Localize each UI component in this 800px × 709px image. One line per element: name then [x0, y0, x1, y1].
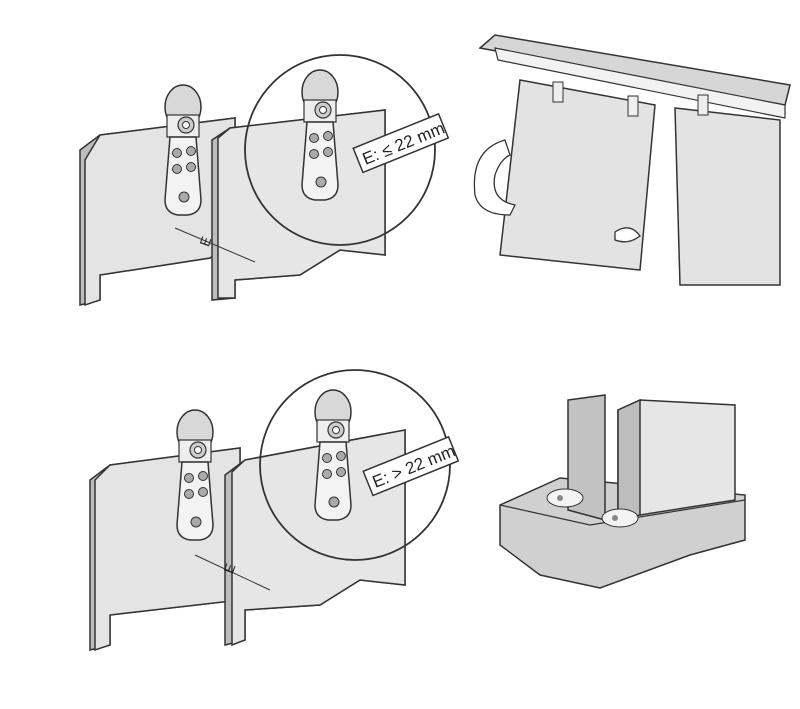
door-panel [674, 107, 781, 286]
hanger-fitting [164, 84, 202, 216]
floor-guide [546, 488, 584, 508]
panel-top-left-narrow-gap: E: ≤ 22 mm E [79, 54, 450, 307]
magnifier-circle [244, 54, 436, 246]
door-panel [499, 79, 656, 271]
hanger-fitting [176, 409, 214, 541]
hanger-fitting [301, 69, 339, 201]
panel-top-right-door-mounting [473, 34, 791, 286]
panel-bottom-left-wide-gap: E: > 22 mm E [89, 369, 460, 652]
hanger-fitting [314, 389, 352, 521]
panel-bottom-right-floor-guide [499, 394, 746, 589]
hand-icon [614, 227, 641, 243]
floor-guide [601, 508, 639, 528]
hand-icon [473, 139, 516, 216]
